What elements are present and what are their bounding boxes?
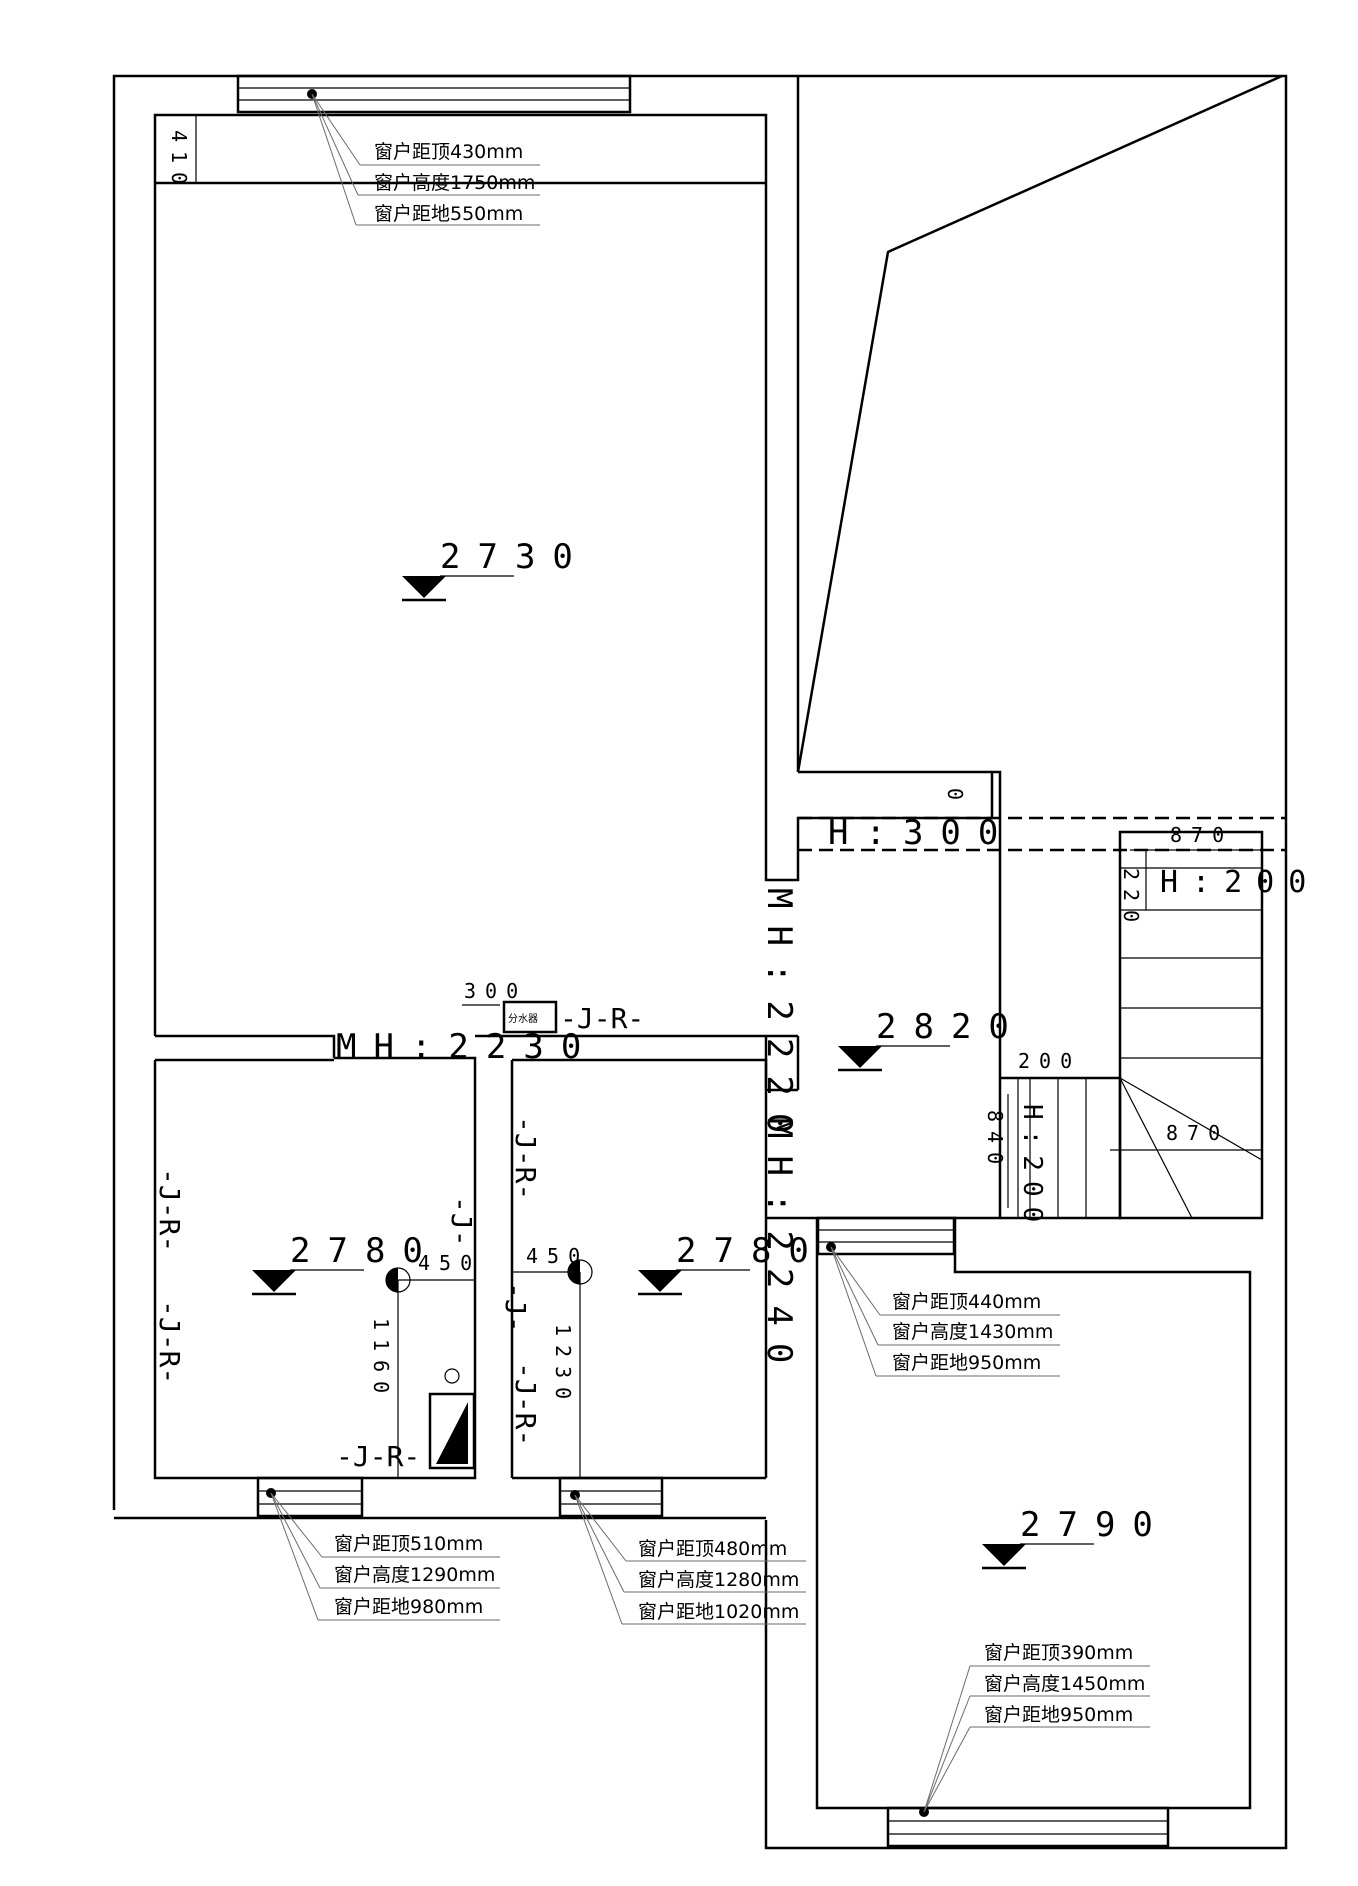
dim-840: 840 [983, 1110, 1007, 1173]
dim-220: 220 [1119, 868, 1143, 931]
dim-300: 300 [464, 979, 527, 1003]
level-marker-hall: 2820 [838, 1007, 1026, 1072]
window-right-upper-line-3: 窗户距地950mm [892, 1352, 1041, 1374]
mh-left-label: MH:2230 [336, 1027, 598, 1067]
level-bed-mid-value: 2780 [676, 1231, 826, 1271]
pipe-label-j-left: -J- [445, 1196, 478, 1247]
h-200-side-label: H:200 [1017, 1104, 1047, 1232]
window-top-line-3: 窗户距地550mm [374, 203, 523, 225]
level-bed-left-value: 2780 [290, 1231, 440, 1271]
outer-walls [112, 74, 1288, 1850]
dim-410: 410 [167, 130, 191, 193]
dim-870-top: 870 [1170, 823, 1233, 847]
manifold-label: 分水器 [508, 1013, 538, 1025]
level-bed-right-value: 2790 [1020, 1505, 1170, 1545]
pipe-label-mid-1: -J-R- [509, 1116, 542, 1200]
window-bottom-mid-line-3: 窗户距地1020mm [638, 1601, 799, 1623]
pipe-label-corridor: -J-R- [560, 1002, 644, 1035]
h-200-top-label: H:200 [1160, 865, 1320, 900]
dim-200: 200 [1018, 1049, 1081, 1073]
dimensions: 410 300 870 220 200 840 870 0 450 450 11… [167, 115, 1262, 1478]
pipe-label-j-mid: -J- [499, 1282, 532, 1333]
window-top-line-2: 窗户高度1750mm [374, 172, 535, 194]
window-callout-bottom-right: 窗户距顶390mm 窗户高度1450mm 窗户距地950mm [919, 1642, 1150, 1817]
dim-450-left: 450 [418, 1251, 481, 1275]
mh-vertical-label: MH:2220 [759, 888, 799, 1150]
level-marker-living: 2730 [402, 537, 590, 602]
level-living-value: 2730 [440, 537, 590, 577]
window-bottom-right-line-2: 窗户高度1450mm [984, 1673, 1145, 1695]
water-manifold: 分水器 [502, 1000, 558, 1034]
pipe-outlet-left [385, 1267, 411, 1293]
window-right-upper-line-1: 窗户距顶440mm [892, 1291, 1041, 1313]
staircase [1017, 867, 1263, 1219]
window-callout-right-upper: 窗户距顶440mm 窗户高度1430mm 窗户距地950mm [826, 1242, 1060, 1377]
pipe-labels: -J-R- -J-R- -J-R- -J-R- -J- -J-R- -J- -J… [153, 1002, 644, 1473]
pipe-outlet-mid [567, 1259, 593, 1285]
level-hall-value: 2820 [876, 1007, 1026, 1047]
window-bottom-mid-line-2: 窗户高度1280mm [638, 1569, 799, 1591]
window-bottom-right-line-3: 窗户距地950mm [984, 1704, 1133, 1726]
h-300-label: H:300 [828, 813, 1015, 853]
window-bottom-mid-line-1: 窗户距顶480mm [638, 1538, 787, 1560]
window-bottom-right-line-1: 窗户距顶390mm [984, 1642, 1133, 1664]
window-callout-bottom-mid: 窗户距顶480mm 窗户高度1280mm 窗户距地1020mm [570, 1490, 806, 1625]
window-right-upper-line-2: 窗户高度1430mm [892, 1321, 1053, 1343]
dim-870-bottom: 870 [1166, 1121, 1229, 1145]
dim-1160: 1160 [369, 1318, 393, 1402]
window-bottom-left-line-2: 窗户高度1290mm [334, 1564, 495, 1586]
window-bottom-left-line-1: 窗户距顶510mm [334, 1533, 483, 1555]
window-callout-top: 窗户距顶430mm 窗户高度1750mm 窗户距地550mm [307, 89, 540, 226]
level-marker-bed-left: 2780 [252, 1231, 440, 1296]
window-top-line-1: 窗户距顶430mm [374, 141, 523, 163]
toilet-fixture [428, 1368, 476, 1470]
pipe-label-left-wall-1: -J-R- [153, 1168, 186, 1252]
pipe-label-bottom-left: -J-R- [336, 1440, 420, 1473]
window-callout-bottom-left: 窗户距顶510mm 窗户高度1290mm 窗户距地980mm [266, 1488, 500, 1621]
pipe-label-left-wall-2: -J-R- [153, 1300, 186, 1384]
pipe-label-mid-2: -J-R- [509, 1362, 542, 1446]
dim-0: 0 [943, 788, 967, 809]
window-bottom-left-line-3: 窗户距地980mm [334, 1596, 483, 1618]
level-marker-bed-mid: 2780 [638, 1231, 826, 1296]
dim-1230: 1230 [551, 1324, 575, 1408]
mh-lower-label: MH:2240 [759, 1118, 799, 1380]
level-marker-bed-right: 2790 [982, 1505, 1170, 1570]
